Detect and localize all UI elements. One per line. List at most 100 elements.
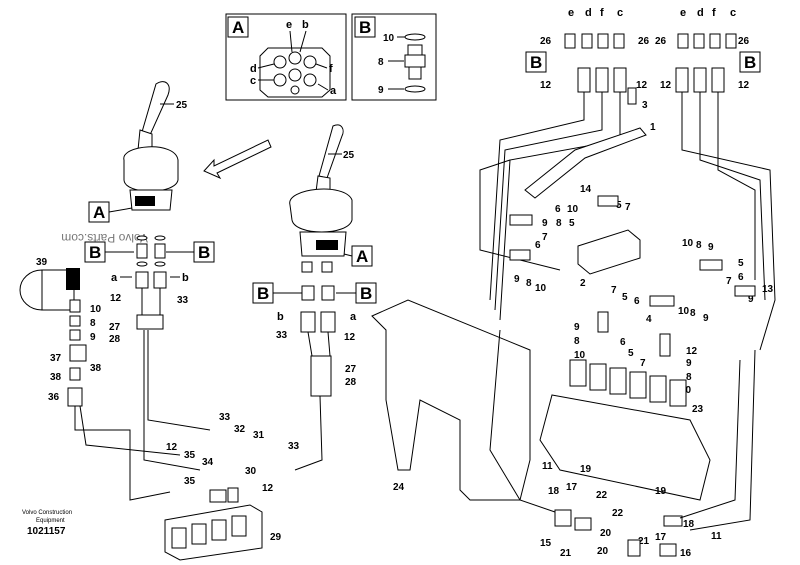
right-fittings: B B b a 33 12 27 28 bbox=[252, 261, 377, 397]
svg-text:9: 9 bbox=[708, 242, 714, 253]
svg-text:7: 7 bbox=[611, 285, 617, 296]
valve-block-2 bbox=[577, 229, 641, 275]
left-joystick: 25 bbox=[123, 81, 188, 211]
svg-text:10: 10 bbox=[535, 283, 547, 294]
svg-text:29: 29 bbox=[270, 532, 282, 543]
svg-text:8: 8 bbox=[696, 240, 702, 251]
port-b-label: b bbox=[302, 19, 309, 31]
svg-text:10: 10 bbox=[574, 350, 586, 361]
port-a-label: a bbox=[330, 85, 337, 97]
detail-a-inset: A e b d f c a bbox=[225, 13, 347, 101]
watermark-text: Volvo Parts.com bbox=[61, 231, 148, 245]
svg-text:5: 5 bbox=[616, 200, 622, 211]
svg-text:30: 30 bbox=[245, 466, 257, 477]
svg-text:20: 20 bbox=[600, 528, 612, 539]
svg-text:c: c bbox=[617, 7, 623, 19]
svg-text:d: d bbox=[697, 7, 704, 19]
svg-text:8: 8 bbox=[686, 372, 692, 383]
accumulator-39: 39 10 8 9 37 38 38 36 bbox=[19, 257, 102, 407]
svg-text:18: 18 bbox=[683, 519, 695, 530]
lower-left-labels: 33 32 31 33 12 35 34 30 35 12 29 bbox=[166, 412, 300, 543]
svg-text:12: 12 bbox=[686, 346, 698, 357]
detail-a-label-box bbox=[227, 16, 249, 38]
svg-text:17: 17 bbox=[566, 482, 578, 493]
svg-text:31: 31 bbox=[253, 430, 265, 441]
svg-text:8: 8 bbox=[90, 318, 96, 329]
svg-text:26: 26 bbox=[655, 36, 667, 47]
svg-text:26: 26 bbox=[638, 36, 650, 47]
svg-text:9: 9 bbox=[686, 358, 692, 369]
svg-text:26: 26 bbox=[540, 36, 552, 47]
svg-text:21: 21 bbox=[638, 536, 650, 547]
bracket-24 bbox=[371, 299, 531, 501]
detail-a-label: A bbox=[232, 18, 244, 37]
svg-text:9: 9 bbox=[703, 313, 709, 324]
svg-text:7: 7 bbox=[542, 232, 548, 243]
svg-text:22: 22 bbox=[612, 508, 624, 519]
svg-text:19: 19 bbox=[655, 486, 667, 497]
svg-text:8: 8 bbox=[574, 336, 580, 347]
svg-text:10: 10 bbox=[567, 204, 579, 215]
svg-text:24: 24 bbox=[393, 482, 405, 493]
svg-text:6: 6 bbox=[535, 240, 541, 251]
svg-text:28: 28 bbox=[109, 334, 121, 345]
valve-block-29 bbox=[164, 487, 263, 561]
svg-text:9: 9 bbox=[748, 294, 754, 305]
svg-text:f: f bbox=[712, 7, 716, 19]
svg-text:a: a bbox=[111, 272, 118, 284]
svg-text:6: 6 bbox=[738, 272, 744, 283]
svg-text:12: 12 bbox=[110, 293, 122, 304]
svg-text:8: 8 bbox=[556, 218, 562, 229]
svg-text:12: 12 bbox=[166, 442, 178, 453]
svg-text:6: 6 bbox=[555, 204, 561, 215]
svg-text:19: 19 bbox=[580, 464, 592, 475]
svg-text:9: 9 bbox=[378, 85, 384, 96]
port-f-label: f bbox=[329, 63, 333, 75]
svg-text:39: 39 bbox=[36, 257, 48, 268]
svg-text:B: B bbox=[89, 243, 101, 262]
svg-text:6: 6 bbox=[620, 337, 626, 348]
callout-a-left: A bbox=[93, 203, 105, 222]
svg-text:5: 5 bbox=[622, 292, 628, 303]
port-d-label: d bbox=[250, 63, 257, 75]
svg-text:b: b bbox=[182, 272, 189, 284]
svg-text:11: 11 bbox=[711, 531, 722, 542]
svg-text:23: 23 bbox=[692, 404, 704, 415]
svg-text:12: 12 bbox=[660, 80, 672, 91]
svg-text:a: a bbox=[350, 311, 357, 323]
left-fittings: B B a b 12 33 27 28 bbox=[84, 235, 215, 345]
svg-text:B: B bbox=[744, 53, 756, 72]
svg-text:20: 20 bbox=[597, 546, 609, 557]
svg-text:13: 13 bbox=[762, 284, 774, 295]
svg-text:10: 10 bbox=[90, 304, 102, 315]
svg-text:33: 33 bbox=[219, 412, 231, 423]
caption-id: 1021157 bbox=[27, 526, 66, 537]
svg-text:36: 36 bbox=[48, 392, 60, 403]
svg-text:10: 10 bbox=[383, 33, 395, 44]
main-valve-23: 23 bbox=[539, 359, 711, 501]
svg-text:33: 33 bbox=[288, 441, 300, 452]
svg-text:21: 21 bbox=[560, 548, 572, 559]
svg-text:22: 22 bbox=[596, 490, 608, 501]
bracket-1 bbox=[524, 127, 647, 199]
port-e-label: e bbox=[286, 19, 292, 31]
detail-b-label: B bbox=[359, 18, 371, 37]
svg-text:33: 33 bbox=[276, 330, 288, 341]
detail-b-label-box bbox=[354, 16, 376, 38]
svg-text:f: f bbox=[600, 7, 604, 19]
top-right-fittings: e d f c e d f c 26 26 26 26 B B 12 12 12… bbox=[525, 7, 761, 133]
svg-text:5: 5 bbox=[569, 218, 575, 229]
svg-text:9: 9 bbox=[542, 218, 548, 229]
svg-text:11: 11 bbox=[542, 461, 553, 472]
svg-text:8: 8 bbox=[690, 308, 696, 319]
svg-text:B: B bbox=[360, 284, 372, 303]
svg-text:3: 3 bbox=[642, 100, 648, 111]
svg-text:12: 12 bbox=[262, 483, 274, 494]
svg-text:10: 10 bbox=[678, 306, 690, 317]
svg-text:12: 12 bbox=[344, 332, 356, 343]
caption-sub: Equipment bbox=[36, 518, 65, 524]
svg-text:27: 27 bbox=[109, 322, 121, 333]
svg-text:16: 16 bbox=[680, 548, 692, 559]
svg-text:32: 32 bbox=[234, 424, 246, 435]
